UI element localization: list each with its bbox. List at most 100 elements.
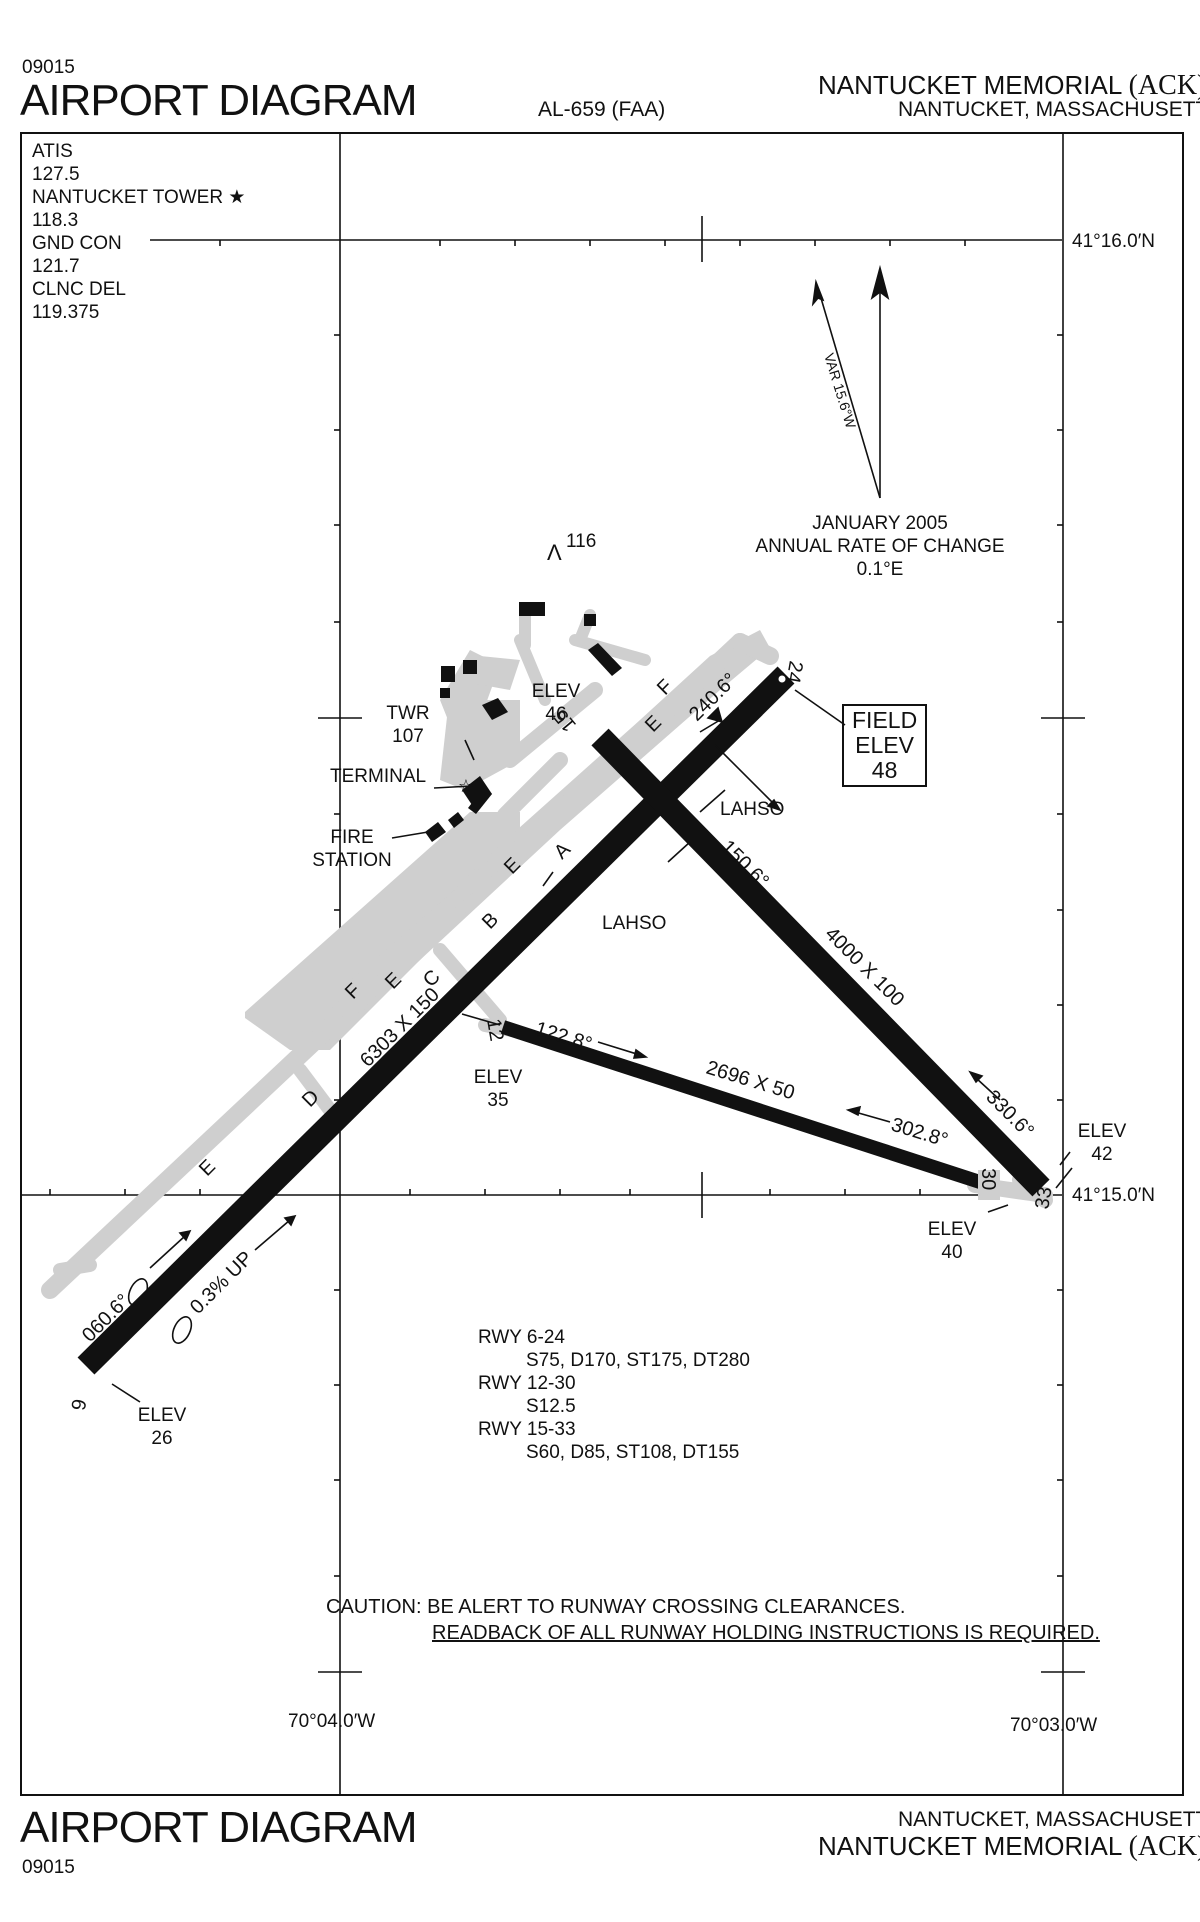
obstacle-icon: Λ (547, 540, 562, 565)
lahso-label-15-33: LAHSO (720, 799, 785, 820)
footer-chart-id: 09015 (22, 1857, 75, 1878)
city-state: NANTUCKET, MASSACHUSETTS (898, 98, 1200, 121)
graticule-ticks (49, 216, 1085, 1673)
diagram-frame (20, 132, 1184, 1796)
freq-ground-value: 121.7 (32, 256, 80, 277)
strength-rwy-12-30: RWY 12-30 (478, 1373, 576, 1394)
airport-name-text: NANTUCKET MEMORIAL (818, 70, 1122, 100)
runway-end-6: 6 (66, 1397, 90, 1412)
taxiway-b: B (478, 909, 503, 934)
footer-city-state: NANTUCKET, MASSACHUSETTS (898, 1808, 1200, 1831)
elev-rwy12-label: ELEV (473, 1067, 523, 1088)
tower-height: 107 (392, 726, 424, 747)
elev-rwy6: ELEV 26 (136, 1404, 188, 1450)
tower-label: TWR 107 (382, 702, 434, 748)
elev-rwy33: ELEV 42 (1076, 1120, 1128, 1166)
caution-line2: READBACK OF ALL RUNWAY HOLDING INSTRUCTI… (432, 1622, 1100, 1644)
magnetic-info: JANUARY 2005 ANNUAL RATE OF CHANGE 0.1°E (750, 512, 1010, 581)
airport-id: (ACK) (1128, 70, 1200, 101)
obstacle-height: 116 (566, 531, 597, 552)
longitude-east: 70°03.0′W (1010, 1715, 1098, 1736)
strength-rwy-6-24-values: S75, D170, ST175, DT280 (526, 1350, 750, 1371)
magnetic-date: JANUARY 2005 (812, 513, 948, 534)
page-title: AIRPORT DIAGRAM (20, 76, 418, 125)
magnetic-north-arrow (817, 287, 881, 499)
freq-tower-row: NANTUCKET TOWER ★ (32, 186, 245, 209)
magnetic-arrows (811, 264, 890, 499)
runway-end-24: 24 (781, 659, 807, 685)
elev-rwy30: ELEV 40 (926, 1218, 978, 1264)
buildings (425, 602, 622, 842)
field-elevation-box: FIELD ELEV 48 (842, 704, 928, 787)
freq-clearance-value: 119.375 (32, 302, 100, 323)
heading-arrows (149, 706, 1001, 1269)
tower-star-icon: ☆ (458, 776, 474, 796)
runways (77, 666, 1050, 1375)
strength-rwy-6-24: RWY 6-24 (478, 1327, 565, 1348)
taxiway-c: C (419, 966, 445, 992)
taxiway-a: A (550, 838, 575, 863)
latitude-north: 41°16.0′N (1072, 231, 1155, 252)
magnetic-rate-value: 0.1°E (856, 559, 904, 580)
magnetic-north-arrowhead (811, 278, 825, 307)
frequency-list: ATIS 127.5 NANTUCKET TOWER ★ 118.3 GND C… (32, 140, 245, 324)
elev-rwy15-label: ELEV (531, 681, 581, 702)
runway-end-33: 33 (1031, 1185, 1057, 1211)
field-elev-value: 48 (871, 757, 898, 783)
strength-rwy-12-30-values: S12.5 (526, 1396, 576, 1417)
freq-atis-label: ATIS (32, 141, 73, 162)
runway-30-heading: 302.8° (889, 1114, 951, 1152)
strength-rwy-15-33-values: S60, D85, ST108, DT155 (526, 1442, 740, 1463)
elev-rwy33-label: ELEV (1077, 1121, 1127, 1142)
field-elev-line1: FIELD (852, 707, 918, 733)
elev-rwy30-label: ELEV (927, 1219, 977, 1240)
elev-rwy12-value: 35 (487, 1090, 509, 1111)
tower-part-time-icon: ★ (228, 187, 246, 208)
runway-15-33 (591, 728, 1050, 1197)
fire-station-line2: STATION (312, 850, 392, 871)
freq-tower-value: 118.3 (32, 210, 79, 231)
leader-lines (111, 689, 1073, 1403)
elev-rwy6-label: ELEV (137, 1405, 187, 1426)
latitude-south: 41°15.0′N (1072, 1185, 1155, 1206)
aiming-point-markers (127, 1278, 193, 1344)
caution-line1: CAUTION: BE ALERT TO RUNWAY CROSSING CLE… (326, 1596, 906, 1618)
footer-airport-name: NANTUCKET MEMORIAL (ACK) (818, 1832, 1200, 1861)
freq-ground-label: GND CON (32, 233, 122, 254)
runway-6-24 (77, 666, 795, 1375)
runway-24-threshold-marker (778, 675, 786, 683)
lahso-label-6-24: LAHSO (602, 913, 667, 934)
elev-rwy15-value: 46 (545, 704, 567, 725)
elev-rwy15: ELEV 46 (530, 680, 582, 726)
runway-end-12: 12 (482, 1017, 508, 1043)
airport-name: NANTUCKET MEMORIAL (ACK) (818, 71, 1200, 100)
freq-tower-label: NANTUCKET TOWER (32, 187, 224, 208)
lahso-marks (542, 789, 726, 887)
freq-clearance-label: CLNC DEL (32, 279, 126, 300)
runway-end-30: 30 (977, 1168, 999, 1190)
runway-30-end (978, 1170, 1000, 1200)
magnetic-rate-label: ANNUAL RATE OF CHANGE (755, 536, 1005, 557)
longitude-west: 70°04.0′W (288, 1711, 376, 1732)
magnetic-variation: VAR 15.6°W (821, 351, 859, 431)
footer-title: AIRPORT DIAGRAM (20, 1803, 418, 1852)
procedure-number: AL-659 (FAA) (538, 98, 666, 121)
terminal-label: TERMINAL (330, 766, 427, 787)
elev-rwy30-value: 40 (941, 1242, 963, 1263)
field-elev-line2: ELEV (855, 732, 914, 758)
runway-strength-table: RWY 6-24 S75, D170, ST175, DT280 RWY 12-… (478, 1326, 750, 1464)
chart-id: 09015 (22, 57, 75, 78)
elev-rwy12: ELEV 35 (472, 1066, 524, 1112)
fire-station-label: FIRE STATION (306, 826, 398, 872)
elev-rwy6-value: 26 (151, 1428, 173, 1449)
elev-rwy33-value: 42 (1091, 1144, 1113, 1165)
footer-airport-name-text: NANTUCKET MEMORIAL (818, 1831, 1122, 1861)
footer-airport-id: (ACK) (1128, 1831, 1200, 1862)
freq-atis-value: 127.5 (32, 164, 80, 185)
runway-12-30 (500, 1020, 989, 1191)
true-north-arrowhead (870, 264, 890, 301)
graticule (20, 134, 1064, 1796)
fire-station-line1: FIRE (330, 827, 374, 848)
tower-label-text: TWR (386, 703, 430, 724)
